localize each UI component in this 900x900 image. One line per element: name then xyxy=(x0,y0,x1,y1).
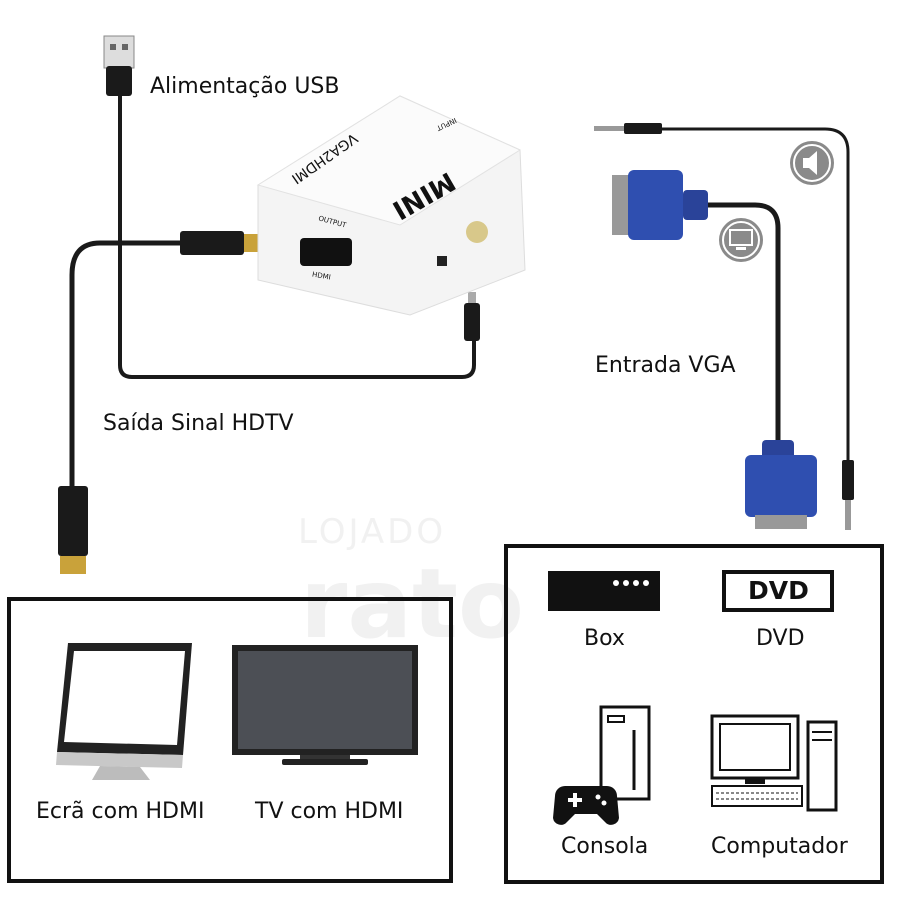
watermark-top: LOJADO xyxy=(298,512,447,552)
input-devices-panel xyxy=(504,544,884,884)
micro-usb-port-icon xyxy=(437,256,447,266)
dvd-label: DVD xyxy=(756,626,805,651)
audio-jack-bottom-icon xyxy=(842,460,854,530)
hdmi-cable xyxy=(69,240,182,490)
vga2hdmi-converter xyxy=(256,95,526,316)
set-top-box-icon xyxy=(548,571,660,611)
hdmi-port-icon xyxy=(300,238,352,266)
micro-usb-plug-icon xyxy=(464,292,480,341)
computer-label: Computador xyxy=(711,834,848,859)
monitor-icon xyxy=(56,643,192,780)
usb-cable xyxy=(118,95,476,379)
speaker-icon xyxy=(790,141,834,185)
hdmi-plug-bottom-icon xyxy=(58,486,88,574)
game-console-icon xyxy=(553,705,651,825)
hdtv-output-label: Saída Sinal HDTV xyxy=(103,411,294,436)
audio-cable xyxy=(660,127,850,462)
monitor-label: Ecrã com HDMI xyxy=(36,799,205,824)
box-label: Box xyxy=(584,626,625,651)
certification-sticker xyxy=(466,221,488,243)
vga-input-label: Entrada VGA xyxy=(595,353,736,378)
vga-connector-top-icon xyxy=(612,170,708,240)
hdmi-plug-top-icon xyxy=(180,231,258,255)
tv-icon xyxy=(232,645,418,765)
vga-cable xyxy=(705,202,781,455)
output-devices-panel xyxy=(7,597,453,883)
dvd-icon xyxy=(722,570,834,612)
watermark-logo: rato xyxy=(300,548,524,660)
console-label: Consola xyxy=(561,834,649,859)
audio-jack-top-icon xyxy=(594,123,662,134)
usb-power-label: Alimentação USB xyxy=(150,74,340,99)
tv-label: TV com HDMI xyxy=(255,799,404,824)
monitor-badge-icon xyxy=(719,218,763,262)
desktop-computer-icon xyxy=(710,714,838,812)
dvd-icon-text: DVD xyxy=(748,576,809,605)
vga-connector-bottom-icon xyxy=(745,440,817,529)
usb-plug-icon xyxy=(103,35,135,96)
